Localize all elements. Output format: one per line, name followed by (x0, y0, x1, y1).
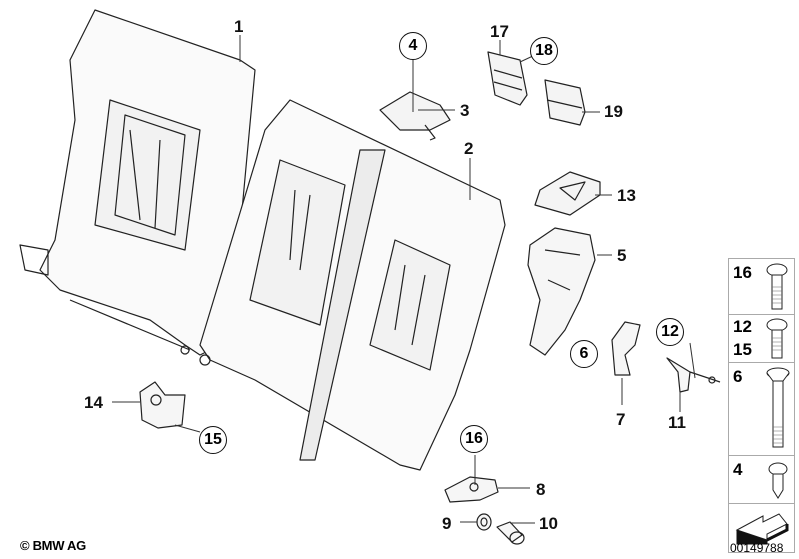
callout-8: 8 (536, 480, 546, 499)
callout-9: 9 (442, 514, 452, 533)
part-1-backrest-frame-left (19, 9, 256, 356)
callout-2: 2 (464, 139, 474, 158)
callout-17: 17 (490, 22, 509, 41)
callout-19: 19 (604, 102, 623, 121)
callout-5: 5 (617, 246, 627, 265)
part-7-cover (611, 321, 641, 376)
torx-pan-head-bolt-icon (766, 263, 788, 310)
copyright-text: © BMW AG (20, 538, 86, 553)
callout-13: 13 (617, 186, 636, 205)
legend-row-6: 6 (729, 363, 794, 456)
part-17-bracket (487, 51, 528, 106)
callout-11: 11 (668, 413, 686, 432)
callout-18-circled: 18 (530, 37, 558, 65)
part-11-bracket (666, 357, 721, 393)
callout-10: 10 (539, 514, 558, 533)
callout-1: 1 (234, 17, 244, 36)
part-5-latch-mechanism (527, 227, 596, 356)
legend-row-12-15: 12 15 (729, 315, 794, 363)
legend-number: 15 (733, 340, 752, 359)
countersunk-torx-bolt-icon (766, 367, 790, 448)
legend-number: 6 (733, 367, 743, 386)
part-3-cover (379, 91, 451, 141)
legend-row-4: 4 (729, 456, 794, 504)
leader-lines (112, 35, 696, 524)
diagram-number: 00149788 (730, 541, 784, 555)
part-13-cover-trim (534, 171, 601, 216)
legend-row-16: 16 (729, 259, 794, 315)
legend-number: 16 (733, 263, 752, 282)
callout-4-circled: 4 (399, 32, 427, 60)
legend-number: 12 (733, 317, 752, 336)
legend-row-arrow (729, 504, 794, 552)
part-19-trim-clip (544, 79, 586, 126)
part-10-bolt (496, 521, 525, 545)
callout-3: 3 (460, 101, 470, 120)
fastener-legend: 16 12 15 6 4 (728, 258, 795, 553)
self-tapping-screw-icon (768, 462, 788, 499)
part-9-washer (476, 513, 492, 531)
callout-6-circled: 6 (570, 340, 598, 368)
part-8-hinge-bracket (444, 476, 499, 503)
callout-7: 7 (616, 410, 626, 429)
legend-number: 4 (733, 460, 743, 479)
torx-pan-head-bolt-icon (766, 318, 788, 359)
part-14-bracket (139, 381, 186, 429)
callout-12-circled: 12 (656, 318, 684, 346)
callout-16-circled: 16 (460, 425, 488, 453)
callout-14: 14 (84, 393, 103, 412)
part-2-backrest-frame-main (199, 99, 506, 471)
direction-arrow-icon (735, 513, 789, 545)
callout-15-circled: 15 (199, 426, 227, 454)
